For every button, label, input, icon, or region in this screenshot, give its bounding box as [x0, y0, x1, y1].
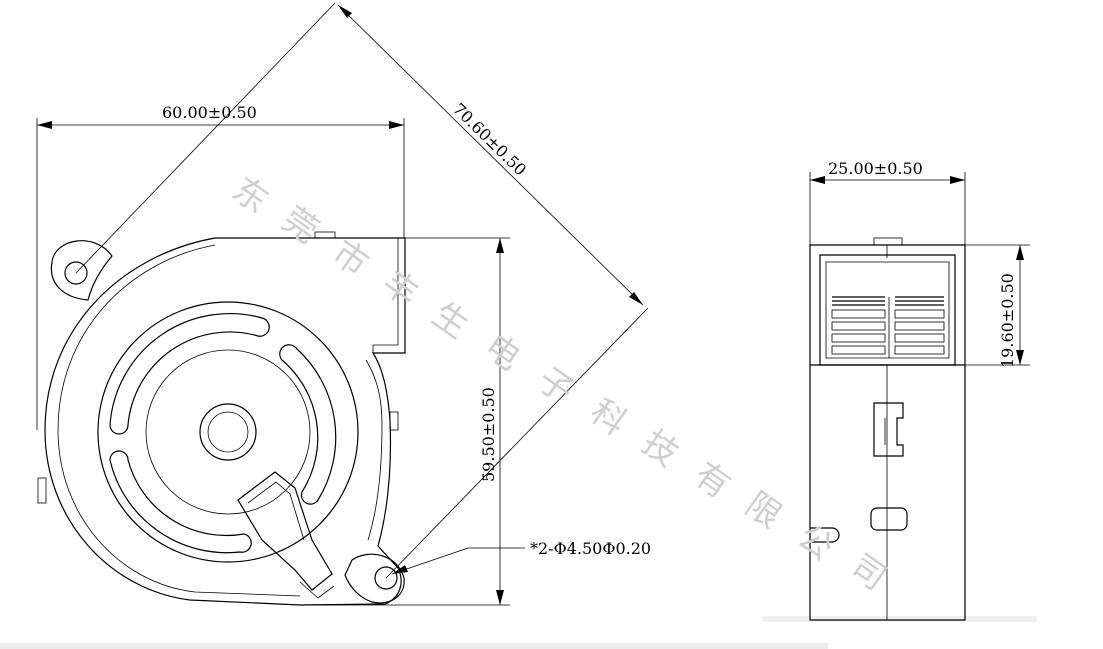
outlet-notch	[372, 238, 399, 353]
top-tab	[314, 231, 336, 239]
bottom-strip	[0, 643, 828, 649]
slot-right	[279, 344, 337, 505]
side-dimensions: 25.00±0.50 19.60±0.50	[809, 159, 1030, 368]
slot-upper	[109, 313, 270, 435]
side-body	[809, 244, 966, 621]
side-nub	[870, 507, 908, 531]
hole-note: *2-Φ4.50Φ0.20	[530, 539, 651, 558]
side-clip	[873, 402, 904, 457]
watermark-char: 科	[583, 392, 634, 444]
height-dimension: 59.50±0.50	[479, 387, 498, 482]
watermark-char: 莞	[275, 200, 326, 252]
watermark-char: 东	[225, 170, 276, 222]
watermark-char: 技	[635, 423, 686, 475]
side-tab	[389, 411, 399, 431]
watermark-char: 子	[530, 360, 581, 412]
watermark-char: 丰	[375, 263, 426, 315]
hub-ring	[145, 349, 311, 515]
watermark-char: 电	[477, 327, 528, 379]
width-dimension: 60.00±0.50	[162, 103, 257, 122]
impeller-outer	[97, 301, 359, 563]
volute-side-wall	[365, 359, 383, 541]
front-dimensions: 60.00±0.50 70.60±0.50 59.50±0.50 *2-Φ4.5…	[36, 2, 651, 606]
side-width-dimension: 25.00±0.50	[828, 159, 923, 178]
hub-inner	[207, 411, 249, 453]
volute-inner-wall	[57, 244, 301, 597]
watermark-char: 市	[325, 233, 376, 285]
cable-exit	[299, 581, 335, 599]
mounting-ear-bottom-right	[344, 553, 405, 604]
slot-lower	[109, 450, 252, 554]
front-view	[37, 231, 406, 606]
mounting-ear-top-left	[50, 240, 113, 301]
watermark-char: 限	[738, 485, 789, 537]
side-wire	[810, 527, 840, 543]
outlet-dimension: 19.60±0.50	[998, 273, 1017, 368]
cable-gland-inner	[247, 481, 305, 541]
watermark-char: 有	[687, 455, 738, 507]
mounting-hole-top-left	[64, 261, 88, 285]
watermark-char: 司	[843, 547, 894, 599]
hub-outer	[199, 403, 257, 461]
outlet-louvers	[831, 296, 945, 358]
mounting-hole-bottom-right	[374, 566, 398, 590]
side-view	[762, 237, 1037, 622]
watermark-char: 生	[425, 295, 476, 347]
diagonal-dimension: 70.60±0.50	[449, 99, 530, 179]
side-top-tab	[873, 237, 903, 246]
left-tab	[37, 477, 47, 504]
cable-gland	[237, 471, 333, 591]
outlet-frame	[819, 254, 956, 366]
watermark: 东 莞 市 丰 生 电 子 科 技 有 限 公 司	[225, 170, 894, 599]
watermark-char: 公	[790, 517, 841, 569]
